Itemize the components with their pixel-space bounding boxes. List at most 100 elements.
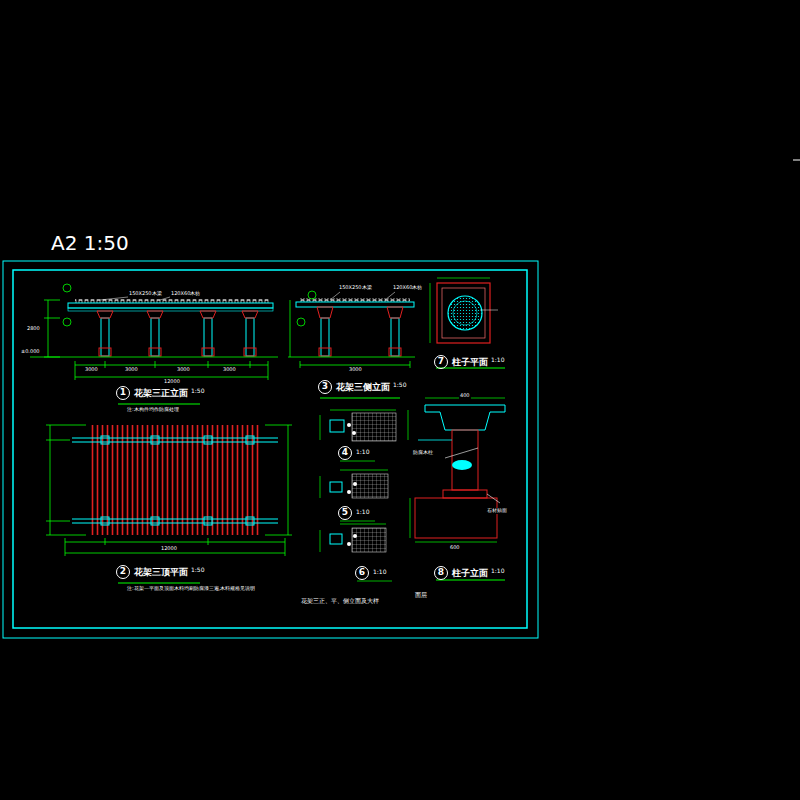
front-elevation-part — [44, 318, 60, 319]
front-elevation-part — [75, 377, 268, 378]
column-elevation-part — [445, 448, 478, 458]
annotation: 600 — [449, 545, 461, 551]
roof-plan-part — [46, 535, 86, 536]
column-plan-part — [437, 278, 490, 279]
column-elevation-part — [452, 460, 472, 470]
view-marker: 6 — [355, 566, 369, 580]
roof-plan-part — [72, 438, 278, 523]
side-elevation-part — [387, 307, 403, 318]
annotation: 1:10 — [490, 568, 505, 575]
roof-plan-part — [208, 538, 209, 545]
side-elevation-part — [391, 318, 399, 356]
annotation: 花架三正、平、侧立面及大样 — [300, 598, 380, 605]
side-elevation-part — [410, 361, 411, 368]
view-marker: 2花架三顶平面 — [116, 565, 130, 579]
callout-number: 4 — [339, 447, 351, 459]
annotation: 1:10 — [355, 509, 370, 516]
annotation: 400 — [459, 393, 471, 399]
detail-grids-part — [408, 410, 409, 440]
callout-number: 1 — [117, 387, 129, 399]
view-title: 柱子立面 — [452, 567, 488, 580]
front-elevation-part — [101, 318, 109, 356]
roof-plan — [46, 425, 292, 583]
column-elevation-part — [415, 542, 497, 543]
side-elevation-part — [321, 318, 399, 356]
side-elevation-part — [290, 300, 291, 357]
roof-plan-part — [72, 442, 278, 443]
column-elevation-part — [425, 405, 505, 430]
roof-plan-part — [246, 436, 254, 444]
roof-plan-part — [288, 425, 289, 535]
side-elevation-part — [300, 298, 410, 302]
front-elevation-part — [68, 303, 273, 308]
column-plan-part — [436, 367, 505, 368]
annotation: 注:花架一平面及顶面木料均刷防腐漆三遍,木料规格见说明 — [126, 586, 256, 592]
front-elevation-part — [100, 297, 128, 300]
view-title: 花架三正立面 — [134, 387, 188, 400]
front-elevation-part — [75, 365, 268, 366]
front-elevation-part — [204, 318, 212, 356]
roof-plan-part — [151, 517, 159, 525]
front-elevation-part — [97, 311, 113, 318]
annotation: 3000 — [176, 367, 191, 373]
front-elevation-part — [44, 357, 60, 358]
front-elevation-part — [244, 348, 256, 356]
roof-plan-part — [46, 440, 70, 441]
sheet-frame-part — [13, 270, 527, 628]
side-elevation-part — [300, 365, 410, 366]
column-elevation-part — [443, 490, 487, 498]
annotation: 12000 — [160, 546, 178, 552]
detail-grids-part — [340, 461, 375, 462]
annotation: ±0.000 — [20, 349, 41, 355]
front-elevation-part — [44, 300, 60, 301]
annotation: 石材贴面 — [486, 508, 508, 514]
front-elevation-part — [250, 361, 251, 368]
side-elevation-part — [288, 291, 415, 368]
side-elevation-part — [317, 307, 333, 318]
roof-plan-part — [65, 553, 285, 554]
sheet-frame — [3, 160, 800, 638]
detail-grids-part — [352, 413, 396, 441]
annotation: 防腐木柱 — [412, 450, 434, 456]
column-plan-part — [430, 283, 431, 343]
sheet-frame-part — [793, 160, 800, 161]
annotation: 注:木构件均作防腐处理 — [126, 407, 180, 413]
column-plan — [430, 278, 505, 368]
annotation: 1:10 — [355, 449, 370, 456]
front-elevation-part — [268, 361, 269, 380]
view-marker: 5 — [338, 506, 352, 520]
front-elevation-part — [101, 318, 254, 356]
column-elevation-part — [487, 494, 500, 503]
roof-plan-part — [72, 438, 278, 439]
detail-grids-part — [352, 431, 356, 435]
column-plan-part — [442, 288, 485, 338]
side-elevation-part — [288, 357, 415, 358]
front-elevation-part — [100, 297, 170, 300]
detail-grids-part — [352, 474, 388, 498]
roof-plan-part — [204, 517, 212, 525]
view-marker: 8柱子立面 — [434, 566, 448, 580]
roof-plan-part — [151, 436, 159, 444]
front-elevation-part — [63, 284, 71, 292]
annotation: 面层 — [414, 592, 428, 599]
detail-grids-part — [340, 521, 375, 522]
front-elevation-part — [246, 318, 254, 356]
view-marker: 7柱子平面 — [434, 355, 448, 369]
annotation: 150X250木梁 — [128, 291, 163, 297]
detail-grids-part — [320, 415, 321, 440]
detail-grids-part — [330, 482, 342, 492]
annotation: 3000 — [348, 367, 363, 373]
roof-plan-part — [285, 538, 286, 556]
view-title: 花架三侧立面 — [336, 381, 390, 394]
annotation: 2800 — [26, 326, 41, 332]
detail-grids-part — [347, 423, 351, 427]
side-elevation-part — [320, 397, 400, 398]
front-elevation-part — [149, 348, 161, 356]
detail-grids-part — [357, 581, 392, 582]
annotation: 12000 — [163, 379, 181, 385]
roof-plan-part — [72, 519, 278, 520]
front-elevation-part — [147, 311, 163, 318]
annotation: 3000 — [222, 367, 237, 373]
column-plan-part — [437, 283, 490, 343]
